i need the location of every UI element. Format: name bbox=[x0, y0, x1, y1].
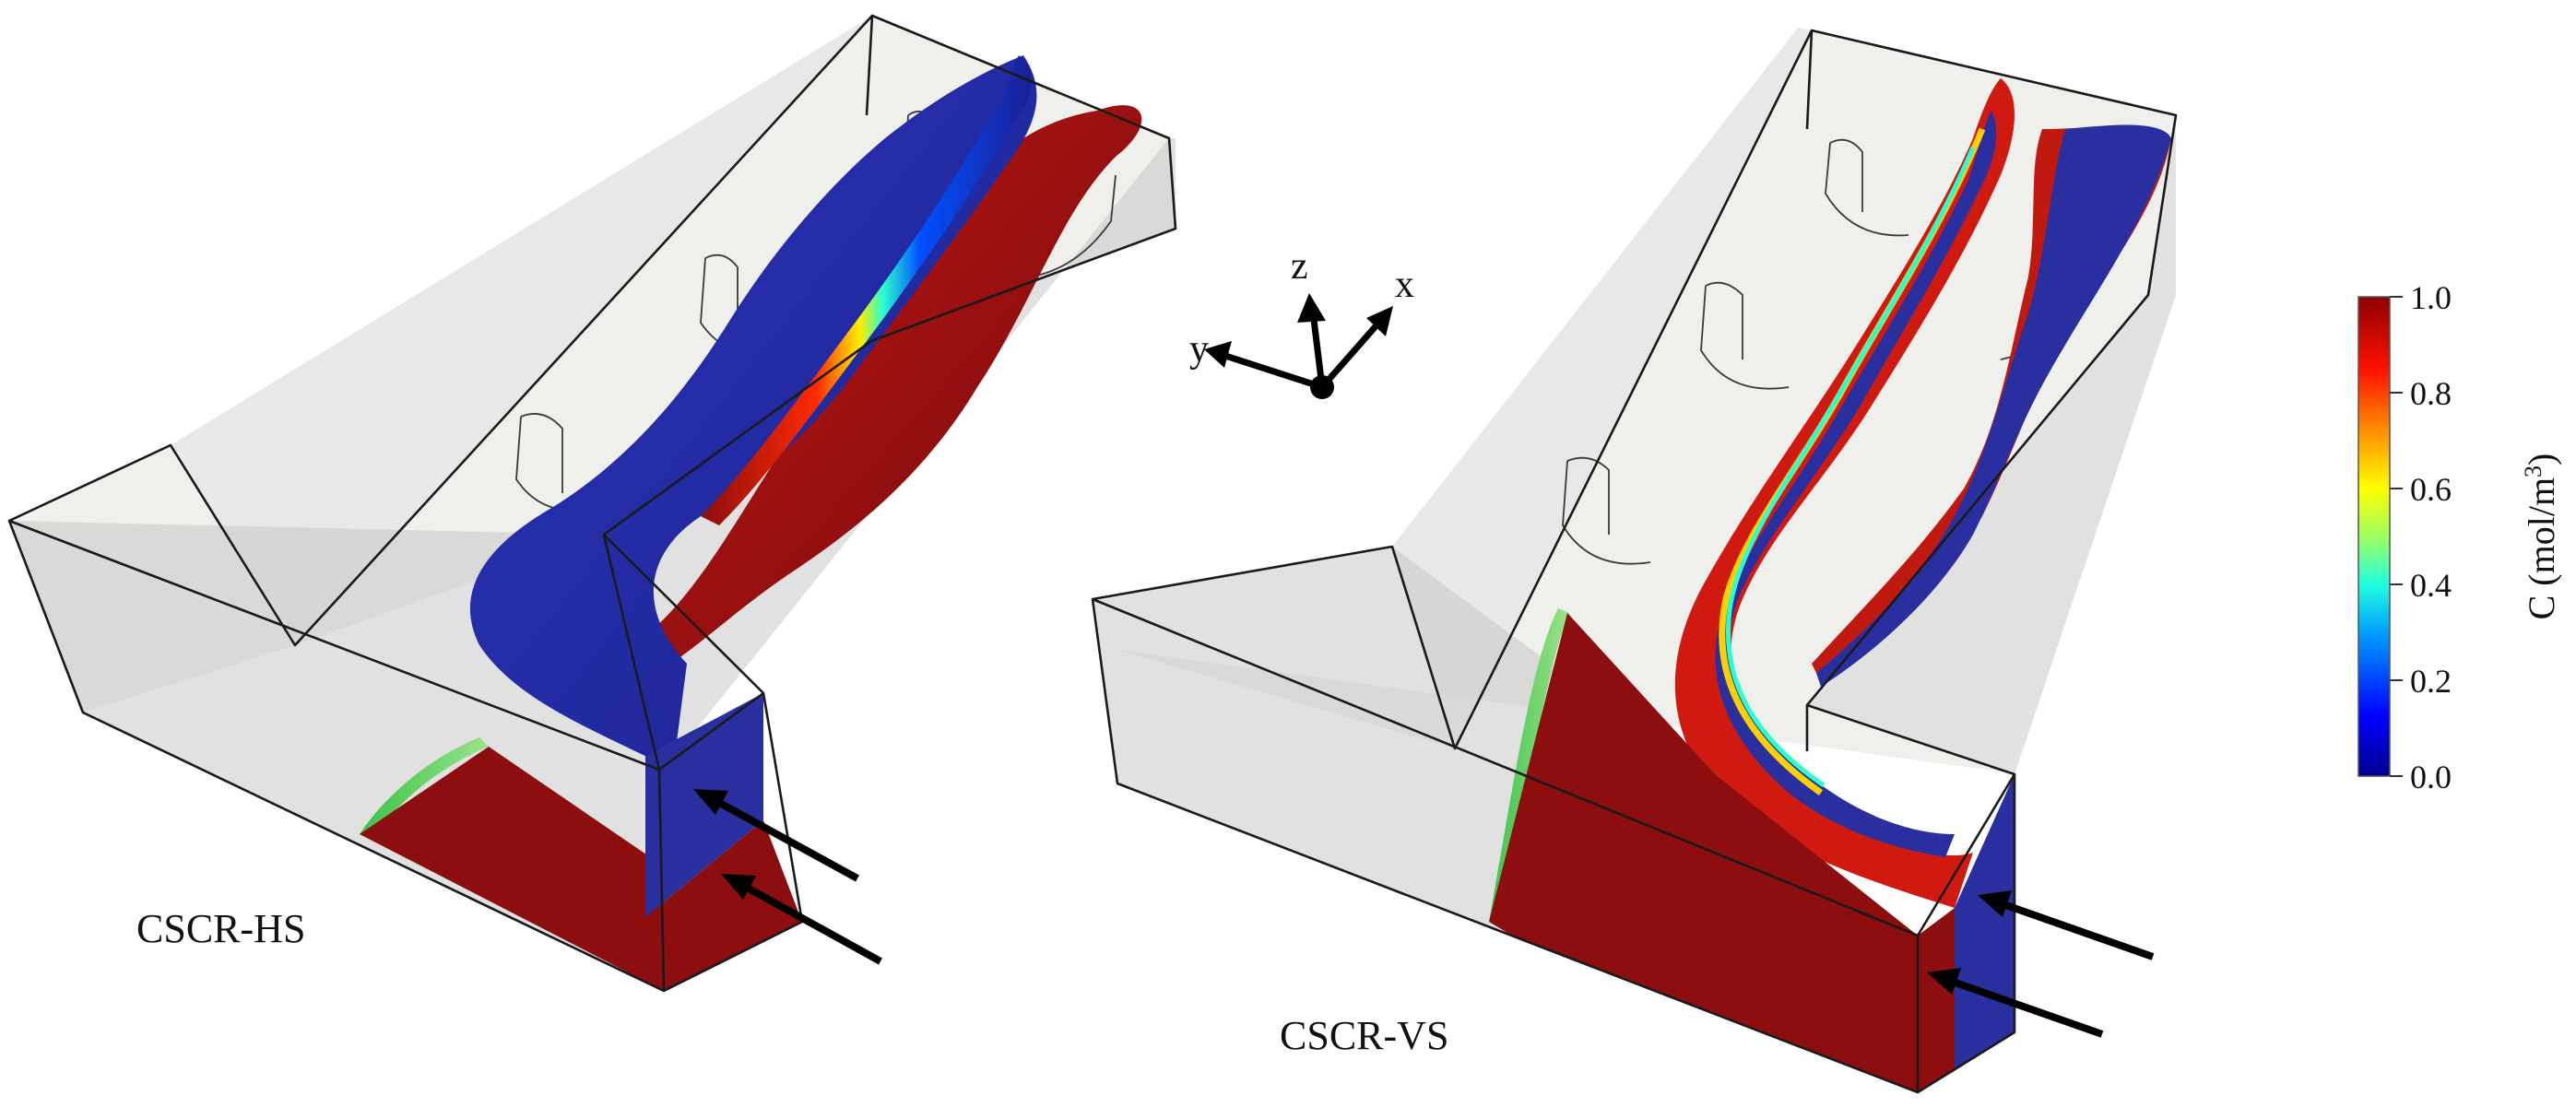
x-axis-line bbox=[1319, 315, 1386, 390]
hs-inlet-arrow-top bbox=[693, 789, 859, 882]
x-arrowhead-icon bbox=[1366, 306, 1393, 336]
z-arrowhead-icon bbox=[1297, 293, 1326, 323]
vs-bottom-red-face bbox=[1489, 613, 1918, 1092]
z-axis-label: z bbox=[1291, 245, 1308, 288]
colorbar-tick-label: 0.4 bbox=[2410, 567, 2452, 604]
colorbar-tick-label: 0.8 bbox=[2410, 375, 2452, 412]
vs-inlet-arrow-bottom bbox=[1927, 968, 2104, 1038]
vs-stripe-cyan bbox=[1725, 147, 1976, 788]
vs-blue-plume-right bbox=[1816, 124, 2171, 688]
y-axis-label: y bbox=[1189, 328, 1209, 371]
vs-inlet-left-red bbox=[1918, 908, 1955, 1092]
hs-box-outline bbox=[7, 14, 1177, 993]
y-arrowhead-icon bbox=[1204, 341, 1232, 368]
colorbar-tick-label: 1.0 bbox=[2410, 279, 2452, 316]
colorbar-tick-label: 0.6 bbox=[2410, 471, 2452, 508]
hs-panel-label: CSCR-HS bbox=[136, 906, 305, 951]
colorbar-tick-label: 0.2 bbox=[2410, 663, 2452, 700]
hs-blue-plume bbox=[469, 55, 1037, 770]
vs-box-outline bbox=[1091, 29, 2178, 1094]
colorbar-ticks: 0.0 0.2 0.4 0.6 0.8 1.0 bbox=[2390, 279, 2452, 795]
vs-floor bbox=[1117, 30, 2176, 774]
vs-panel-label: CSCR-VS bbox=[1280, 1013, 1448, 1058]
colorbar-tick-label: 0.0 bbox=[2410, 759, 2452, 795]
x-axis-label: x bbox=[1395, 264, 1414, 306]
vs-wall-back bbox=[1392, 28, 1812, 748]
panel-cscr-vs: CSCR-VS bbox=[1091, 28, 2178, 1094]
hs-bottom-red-face bbox=[360, 747, 664, 991]
vs-inlet-right-blue bbox=[1955, 774, 2015, 1069]
colorbar-title: C (mol/m3) bbox=[2520, 453, 2563, 620]
hs-inlet-top-blue bbox=[645, 693, 763, 917]
y-axis-line bbox=[1215, 349, 1324, 391]
vs-main-plume-blue-core bbox=[1715, 111, 1997, 857]
axis-triad: z y x bbox=[1189, 245, 1414, 399]
vs-baffle-1 bbox=[1825, 138, 1909, 237]
hs-inlet-bottom-red bbox=[645, 820, 802, 991]
vs-baffle-2 bbox=[1700, 281, 1790, 390]
hs-wall-back bbox=[171, 16, 872, 645]
vs-main-plume-red bbox=[1674, 78, 2015, 908]
vs-inlet-arrow-top bbox=[1978, 890, 2155, 960]
hs-inlet-arrow-bottom bbox=[721, 874, 882, 965]
colorbar-gradient bbox=[2357, 296, 2391, 777]
hs-red-plume bbox=[645, 105, 1142, 669]
panel-cscr-hs: CSCR-HS bbox=[7, 14, 1177, 993]
colorbar: 0.0 0.2 0.4 0.6 0.8 1.0 C (mol/m3) bbox=[2357, 279, 2563, 795]
